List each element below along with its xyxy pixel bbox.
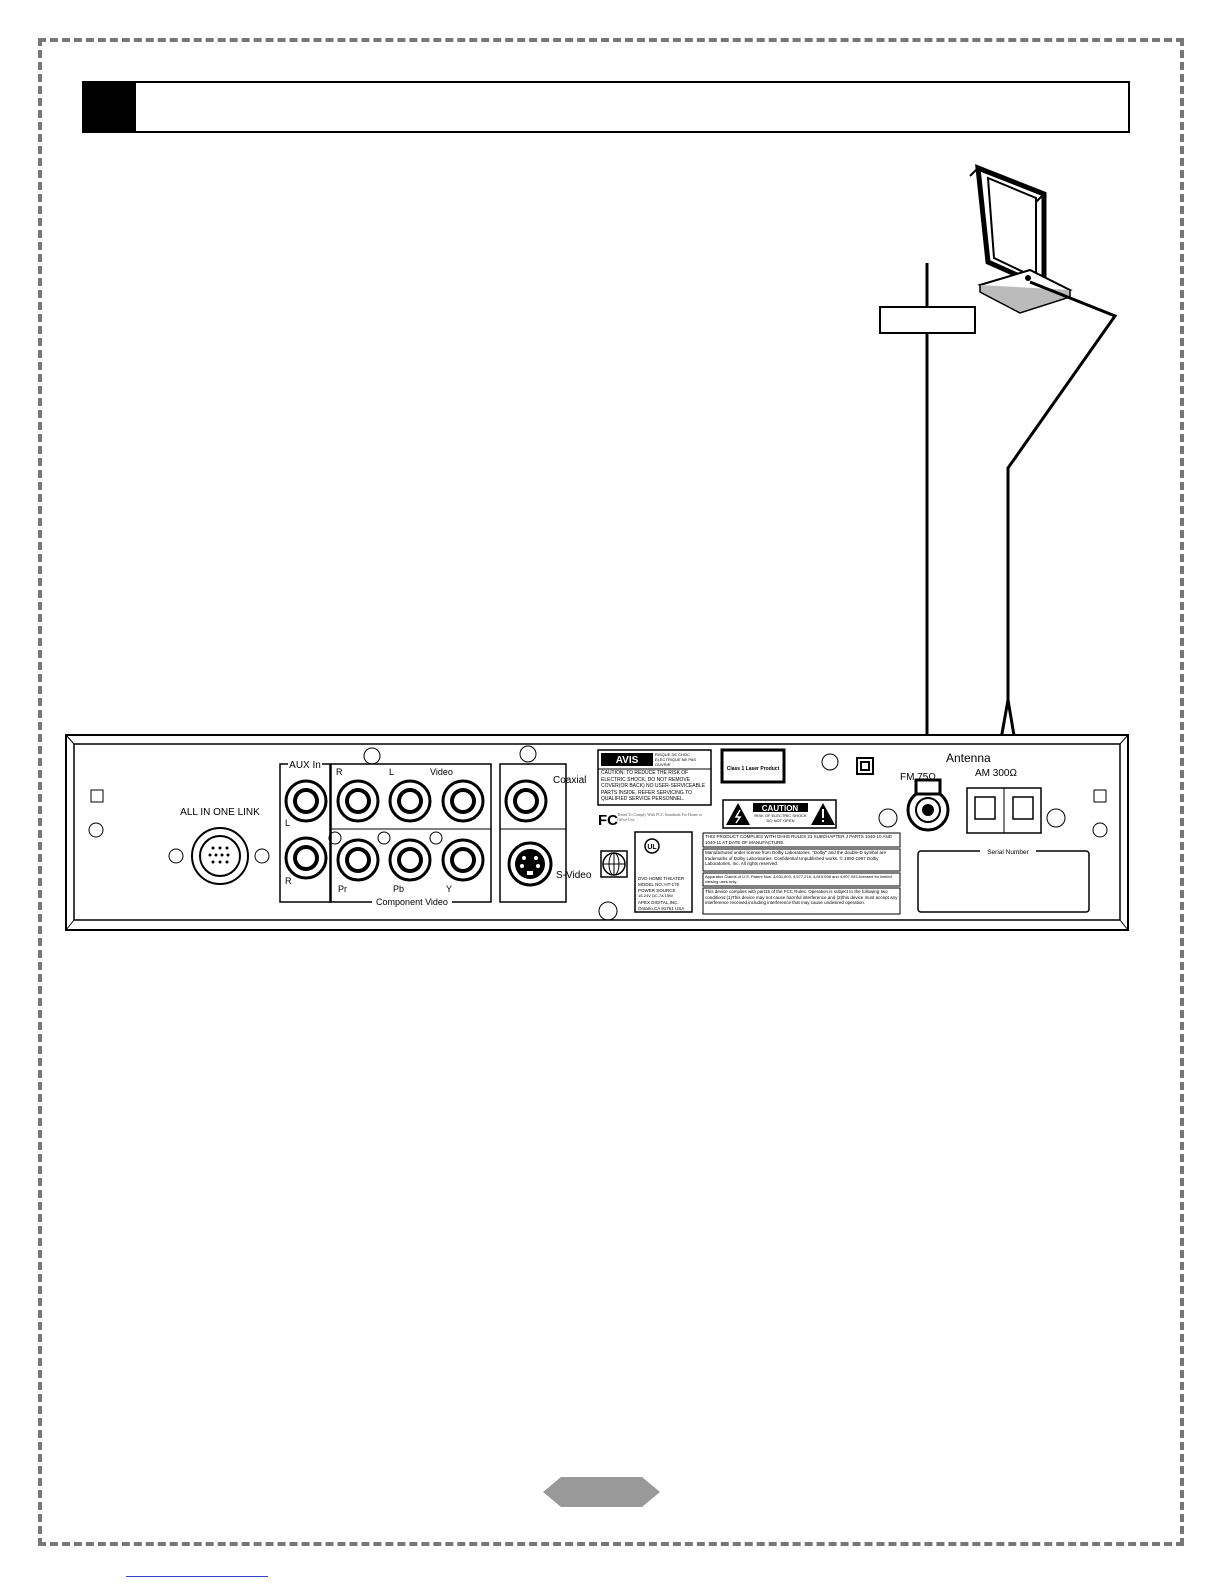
- serial-number-label: Serial Number: [987, 849, 1029, 856]
- aux-r-label: R: [285, 876, 292, 886]
- video-label: Video: [430, 767, 453, 777]
- model-line: POWER SOURCE: [638, 888, 676, 893]
- avis-text: RISQUE DE CHOC ELECTRIQUE NE PAS OUVRIR: [655, 752, 697, 767]
- page-number-badge: [543, 1477, 660, 1507]
- aux-in-label: AUX In: [289, 760, 321, 771]
- aux-in-l-jack[interactable]: [284, 779, 328, 823]
- caution-title: CAUTION: [762, 804, 799, 813]
- audio-l-label: L: [389, 767, 394, 777]
- s-video-label: S-Video: [556, 870, 592, 881]
- fcc-logo: FC: [598, 812, 618, 829]
- caution-text: CAUTION: TO REDUCE THE RISK OF ELECTRIC …: [601, 770, 706, 802]
- model-line: 15-24V DC,7A 15W: [638, 893, 673, 898]
- antenna-label: Antenna: [946, 751, 991, 765]
- fcc-text: Tested To Comply With FCC Standards For …: [617, 812, 703, 822]
- pr-label: Pr: [338, 884, 347, 894]
- caution-subtext: RISK OF ELECTRIC SHOCK DO NOT OPEN: [754, 813, 807, 823]
- dolby-text: Manufactured under license from Dolby La…: [705, 850, 887, 866]
- footer-link-line: [126, 1576, 268, 1577]
- y-label: Y: [446, 884, 452, 894]
- avis-warning-label: AVIS RISQUE DE CHOC ELECTRIQUE NE PAS OU…: [597, 749, 712, 806]
- laser-product-label: Class 1 Laser Product: [720, 748, 786, 784]
- all-in-one-link-label: ALL IN ONE LINK: [180, 807, 260, 818]
- fm-connector-plug: [914, 778, 942, 796]
- audio-out-l-jack[interactable]: [388, 779, 432, 823]
- am-cable: [986, 280, 1118, 813]
- compliance-labels: THIS PRODUCT COMPLIES WITH DHHS RULES 21…: [702, 832, 901, 915]
- globe-icon: [600, 850, 628, 878]
- coaxial-label: Coaxial: [553, 775, 586, 786]
- dhhs-text: THIS PRODUCT COMPLIES WITH DHHS RULES 21…: [705, 834, 893, 845]
- avis-label: AVIS: [616, 755, 639, 766]
- model-line: APEX DIGITAL,INC.: [638, 900, 679, 905]
- model-label: UL DVD HOME THEATER MODEL NO.:HT-175 POW…: [634, 831, 693, 913]
- coaxial-out-jack[interactable]: [504, 779, 548, 823]
- digital-out-group: [499, 763, 567, 903]
- audio-out-r-jack[interactable]: [336, 779, 380, 823]
- double-insulation-icon: [856, 757, 874, 775]
- section-header: [82, 81, 1130, 133]
- model-line: Ontario,CA 91761 USA: [638, 906, 684, 911]
- component-pb-jack[interactable]: [388, 838, 432, 882]
- am-antenna-terminal[interactable]: [966, 787, 1042, 834]
- fcc15-text: This device complies with part15 of the …: [705, 889, 898, 905]
- pb-label: Pb: [393, 884, 404, 894]
- ul-listed-icon: UL: [644, 838, 660, 854]
- model-line: MODEL NO.:HT-175: [638, 882, 680, 887]
- audio-r-label: R: [336, 767, 343, 777]
- fm-antenna-jack[interactable]: [906, 788, 950, 832]
- model-line: DVD HOME THEATER: [638, 876, 685, 881]
- s-video-out-jack[interactable]: [507, 841, 553, 887]
- fm-antenna-tag: [879, 306, 976, 334]
- component-pr-jack[interactable]: [336, 838, 380, 882]
- laser-label-text: Class 1 Laser Product: [727, 766, 780, 772]
- fm-75-label: FM 75Ω: [900, 772, 936, 783]
- serial-number-box: Serial Number: [917, 846, 1090, 913]
- component-y-jack[interactable]: [441, 838, 485, 882]
- aux-l-label: L: [285, 818, 290, 828]
- aux-in-r-jack[interactable]: [284, 836, 328, 880]
- caution-shock-label: CAUTION RISK OF ELECTRIC SHOCK DO NOT OP…: [722, 799, 837, 829]
- patent-text: Apparatus Claims of U.S. Patent Nos. 4,6…: [705, 874, 892, 884]
- section-number-box: [84, 83, 136, 131]
- component-video-label: Component Video: [376, 897, 448, 907]
- page-border: [38, 38, 1184, 1546]
- am-300-label: AM 300Ω: [975, 768, 1017, 779]
- svg-text:UL: UL: [647, 844, 657, 851]
- video-out-jack[interactable]: [441, 779, 485, 823]
